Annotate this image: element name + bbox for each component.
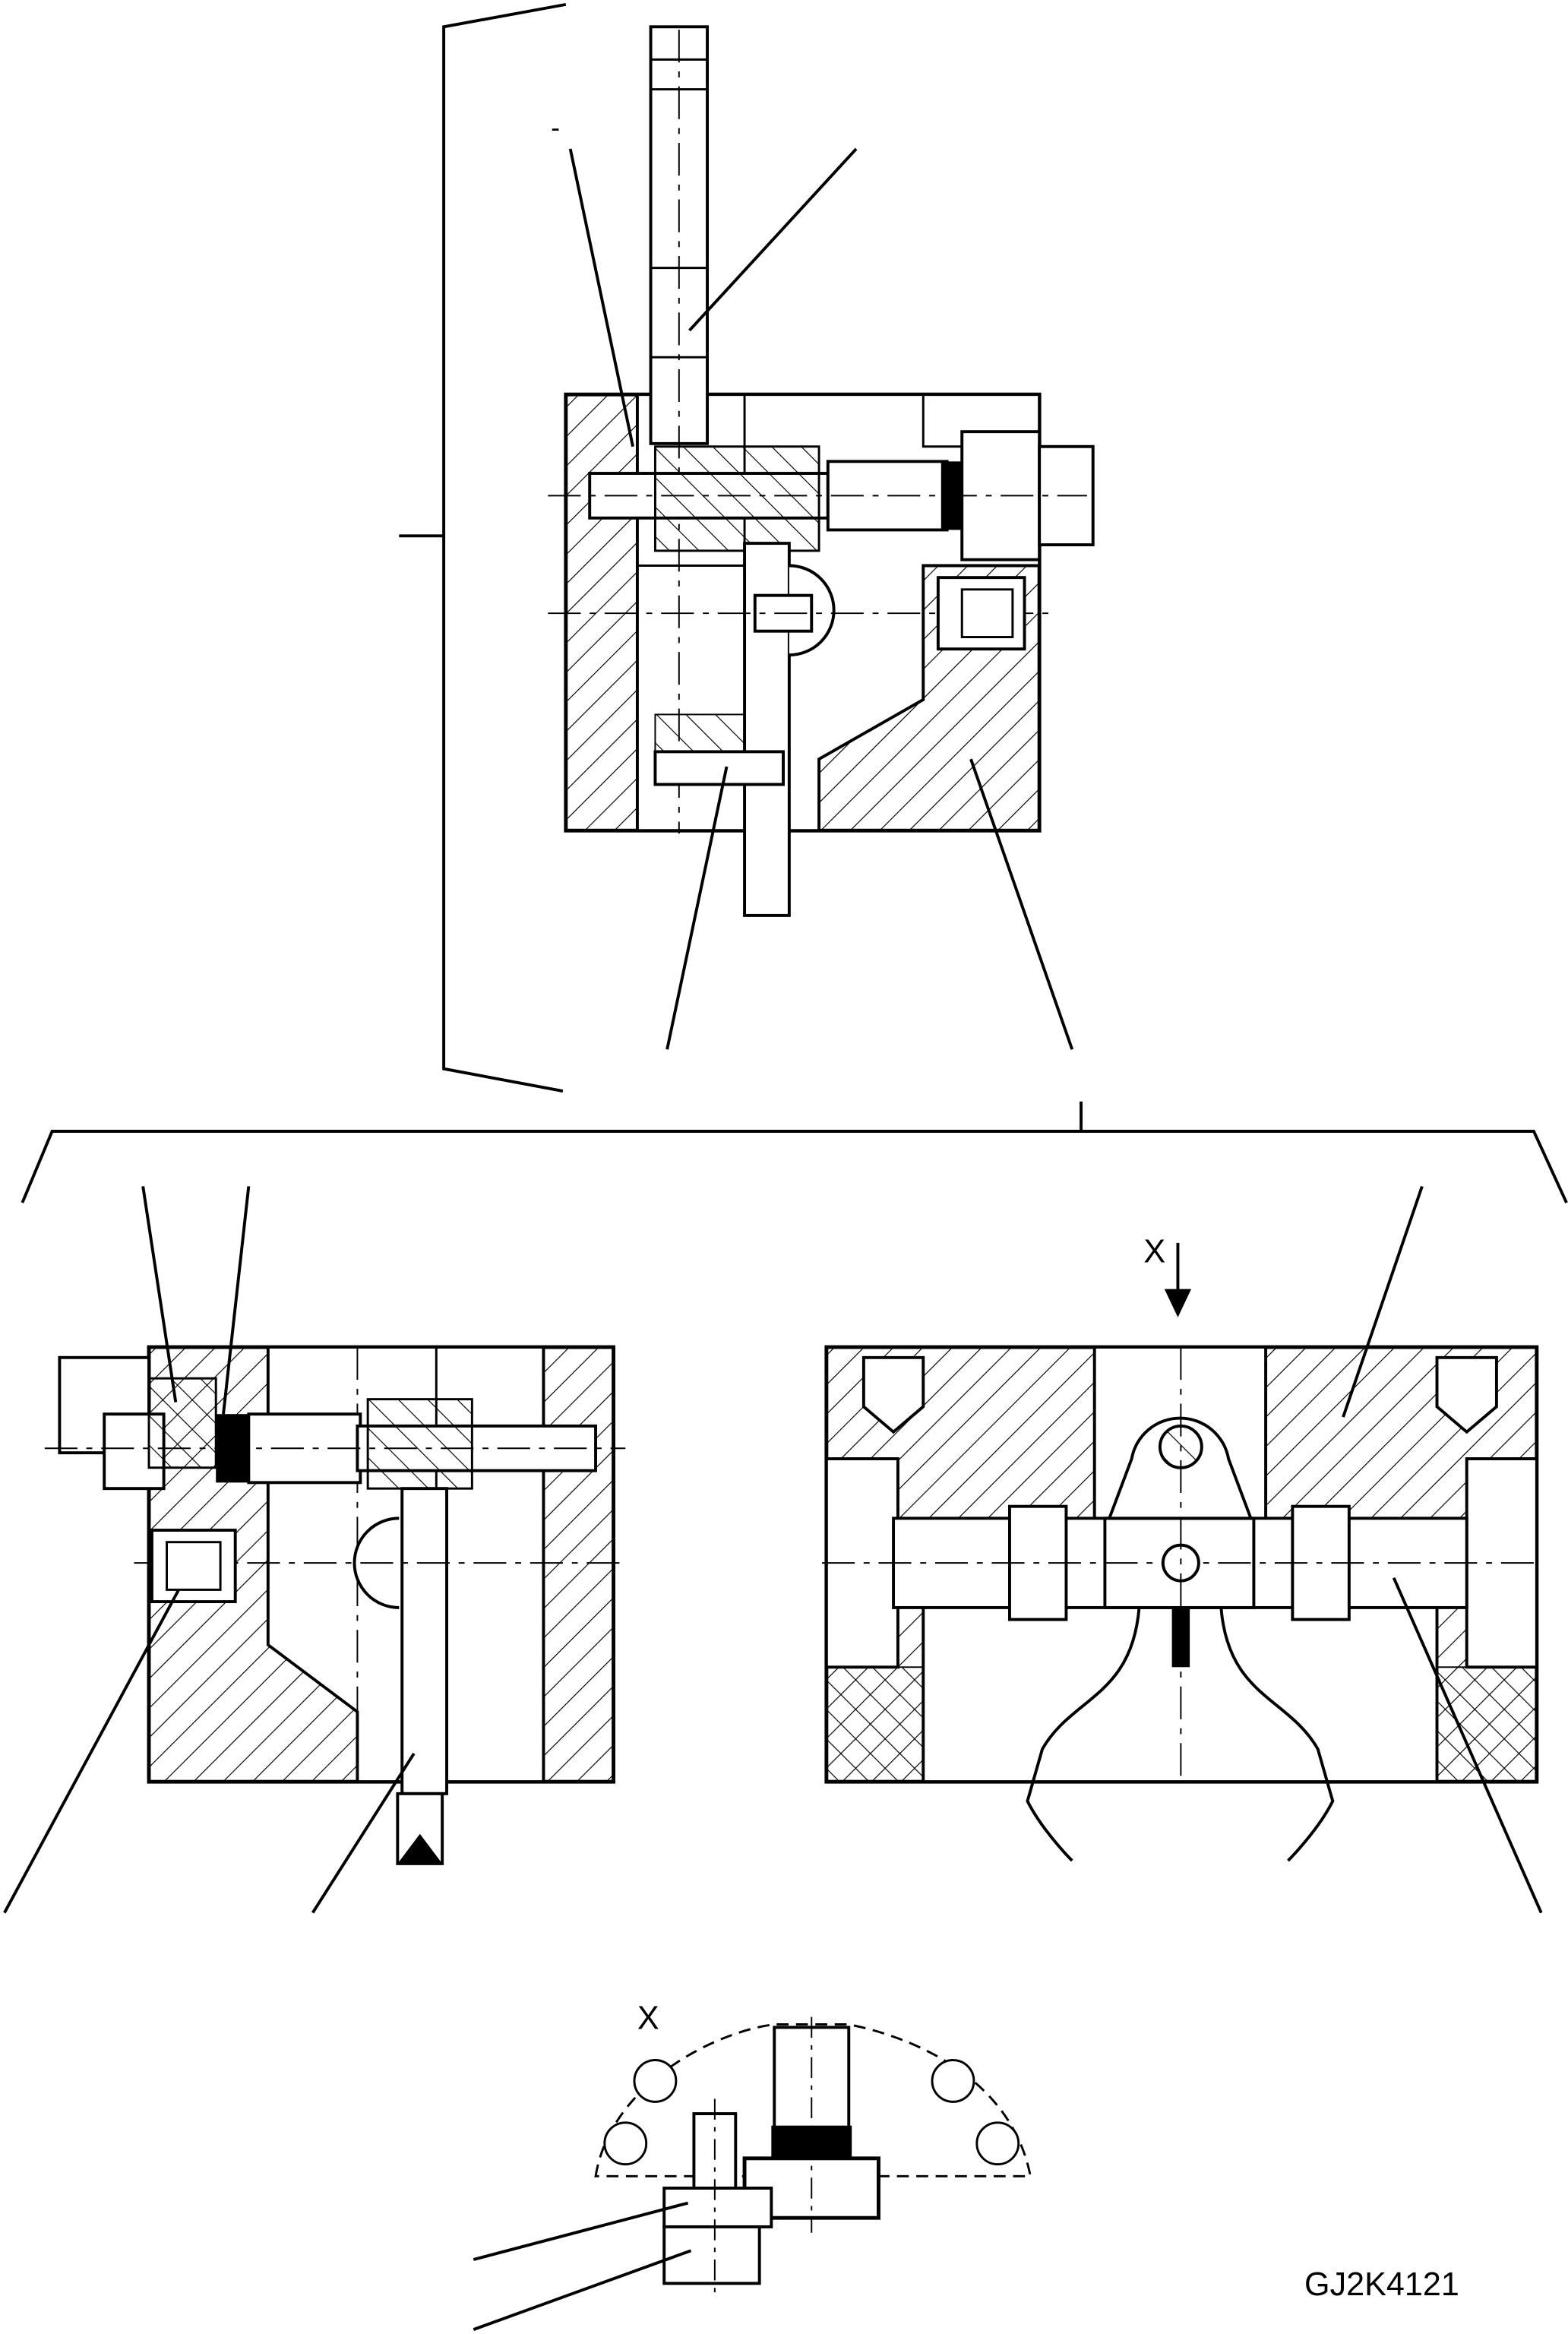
detail-x-label: X [637, 2000, 659, 2036]
middle-right-section [821, 1345, 1541, 1862]
middle-bracket [21, 1101, 1568, 1203]
dash-mark: - [551, 113, 560, 143]
bottom-leader-lines [473, 2201, 692, 2331]
middle-left-leader-lines [3, 1186, 416, 1914]
middle-right-leader-lines [1342, 1185, 1543, 1914]
middle-left-section [44, 1345, 626, 1865]
view-x-arrow [1164, 1242, 1192, 1317]
detail-x-view [594, 2016, 1032, 2293]
drawing-code: GJ2K4121 [1304, 2266, 1459, 2303]
top-bracket [399, 2, 567, 1093]
top-valve-body [548, 25, 1095, 917]
view-x-label: X [1143, 1233, 1165, 1270]
top-leader-lines [568, 147, 1074, 1050]
